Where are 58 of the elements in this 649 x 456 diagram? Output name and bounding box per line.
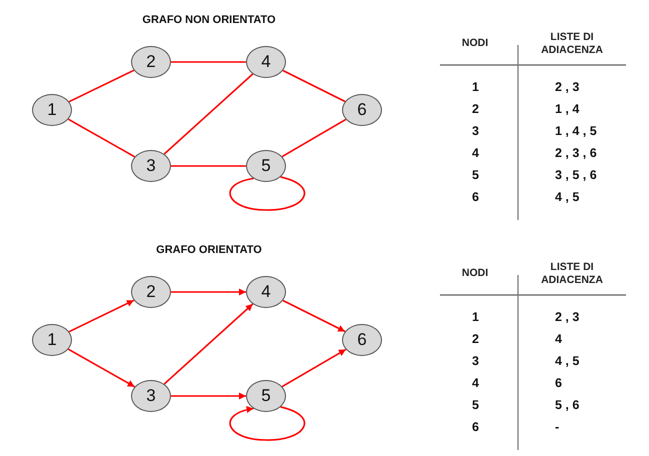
edge-line [229,406,306,441]
edge-line [171,392,246,400]
edge-line [171,165,246,167]
edge-line [164,303,254,385]
table-cell: 1 [472,80,479,94]
table-cell: 1 [472,310,479,324]
table-cell: 1 , 4 [555,102,580,116]
table-cell: 4 [472,146,479,160]
column-header: LISTE DI ADIACENZA [540,261,604,287]
table-cell: 5 [472,168,479,182]
node-ellipse: 2 [131,276,171,308]
column-header: LISTE DI ADIACENZA [540,31,604,57]
edge-line [282,300,346,332]
node-ellipse: 6 [342,94,382,126]
table-cell: 2 , 3 [555,310,580,324]
table-cell: 3 , 5 , 6 [555,168,597,182]
node-ellipse: 5 [246,380,286,412]
node-ellipse: 4 [246,276,286,308]
node-ellipse: 5 [246,150,286,182]
edge-line [68,300,134,332]
edge-line [68,118,136,158]
edge-line [164,73,254,155]
table-cell: 3 [472,354,479,368]
node-ellipse: 3 [131,150,171,182]
table-cell: - [555,420,560,434]
table-cell: 5 [472,398,479,412]
node-ellipse: 2 [131,46,171,78]
graph-title: GRAFO ORIENTATO [156,244,262,256]
table-cell: 4 [555,332,562,346]
column-header: NODI [460,267,490,280]
table-cell: 6 [555,376,562,390]
edge-line [229,176,306,211]
node-ellipse: 1 [32,324,72,356]
edge-line [171,61,246,63]
node-ellipse: 6 [342,324,382,356]
edge-line [282,118,346,158]
table-cell: 4 , 5 [555,354,580,368]
graph-title: GRAFO NON ORIENTATO [142,14,276,26]
node-ellipse: 3 [131,380,171,412]
table-cell: 3 [472,124,479,138]
edge-line [68,70,134,102]
table-cell: 2 , 3 [555,80,580,94]
edge-line [171,288,246,296]
table-cell: 1 , 4 , 5 [555,124,597,138]
edge-line [282,70,346,102]
node-ellipse: 1 [32,94,72,126]
table-cell: 6 [472,420,479,434]
table-cell: 2 [472,332,479,346]
table-cell: 2 [472,102,479,116]
node-ellipse: 4 [246,46,286,78]
table-cell: 4 , 5 [555,190,580,204]
column-header: NODI [460,37,490,50]
edge-line [282,348,346,388]
edge-line [68,348,136,388]
table-cell: 4 [472,376,479,390]
table-cell: 2 , 3 , 6 [555,146,597,160]
table-cell: 6 [472,190,479,204]
table-cell: 5 , 6 [555,398,580,412]
